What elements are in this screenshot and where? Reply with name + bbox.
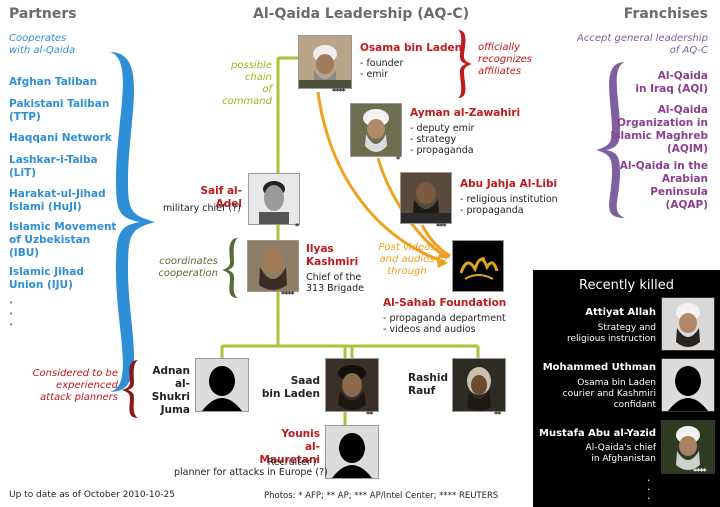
sahab-info: Al-Sahab Foundation - propaganda departm… (383, 297, 507, 335)
adel-photo (248, 173, 300, 225)
osama-photo (298, 35, 352, 89)
coordinates-brace (222, 238, 238, 298)
yazid-photo (661, 420, 715, 474)
portrait-icon (326, 359, 378, 411)
yazid-credit: **** (693, 467, 707, 476)
zawahiri-info: Ayman al-Zawahiri - deputy emir - strate… (410, 107, 521, 156)
osama-info: Osama bin Laden - founder - emir (360, 42, 463, 80)
officially-brace (458, 30, 472, 98)
partners-header: Partners (9, 6, 77, 22)
franchises-brace (596, 62, 625, 218)
adnan-info: Adnan al-Shukri Juma (151, 365, 190, 416)
silhouette-icon (196, 359, 248, 411)
leadership-header: Al-Qaida Leadership (AQ-C) (253, 6, 470, 22)
adel-info: Saif al-Adel (200, 185, 242, 210)
partner-huji: Harakat-ul-Jihad Islami (HuJI) (9, 188, 106, 213)
footer-date: Up to date as of October 2010-10-25 (9, 490, 175, 500)
rashid-photo (452, 358, 506, 412)
kashmiri-credit: **** (281, 290, 295, 299)
portrait-icon (453, 359, 505, 411)
killed-ellipsis: · · · (647, 474, 651, 505)
partner-afghan-taliban: Afghan Taliban (9, 76, 98, 88)
kashmiri-photo (247, 240, 299, 292)
osama-credit: **** (332, 87, 346, 96)
zawahiri-photo (350, 103, 402, 157)
zawahiri-credit: * (396, 155, 400, 164)
younis-info: Younis al-Mauretani (259, 428, 321, 466)
propaganda-arrowheads (436, 249, 450, 268)
killed-uthman-desc: Osama bin Laden courier and Kashmiri con… (562, 378, 656, 410)
sahab-logo-icon (453, 241, 503, 291)
attiyat-photo (661, 297, 715, 351)
killed-uthman-name: Mohammed Uthman (542, 362, 656, 373)
portrait-icon (249, 174, 299, 224)
adel-credit: * (295, 222, 299, 231)
rashid-info: Rashid Rauf (408, 372, 449, 397)
kashmiri-info: Ilyas Kashmiri Chief of the 313 Brigade (306, 243, 364, 294)
franchises-header: Franchises (623, 6, 708, 22)
partners-subtitle: Cooperates with al-Qaida (9, 33, 76, 56)
partner-haqqani-network: Haqqani Network (9, 132, 112, 144)
franchises-subtitle: Accept general leadership of AQ-C (577, 33, 708, 56)
partners-brace (110, 52, 155, 392)
portrait-icon (248, 241, 298, 291)
franchise-aqim: Al-Qaida Organization in Islamic Maghreb… (610, 104, 708, 155)
officially-label: officially recognizes affiliates (478, 42, 532, 77)
portrait-icon (662, 421, 714, 473)
silhouette-icon (326, 426, 378, 478)
killed-attiyat-desc: Strategy and religious instruction (566, 323, 656, 344)
adel-desc: military chief (?) (163, 203, 241, 214)
killed-yazid-name: Mustafa Abu al-Yazid (539, 428, 656, 439)
possible-chain-label: possible chain of command (222, 60, 272, 107)
sahab-logo (452, 240, 504, 292)
franchise-aqi: Al-Qaida in Iraq (AQI) (635, 70, 708, 95)
partner-pakistani-taliban: Pakistani Taliban (TTP) (9, 98, 110, 123)
saad-credit: ** (366, 410, 373, 419)
portrait-icon (401, 173, 451, 223)
libi-credit: *** (436, 222, 447, 231)
coordinates-label: coordinates cooperation (158, 256, 218, 279)
silhouette-icon (662, 359, 714, 411)
younis-desc: Recruiter / (267, 457, 317, 468)
portrait-icon (299, 36, 351, 88)
portrait-icon (662, 298, 714, 350)
saad-photo (325, 358, 379, 412)
attack-planners-brace (122, 360, 138, 418)
partners-ellipsis: · · · (9, 297, 13, 331)
uthman-photo (661, 358, 715, 412)
killed-attiyat-name: Attiyat Allah (585, 307, 656, 318)
post-videos-label: Post videos and audios through (378, 242, 436, 277)
saad-info: Saad bin Laden (261, 375, 320, 400)
partner-lashkar-i-taiba: Lashkar-i-Taiba (LiT) (9, 154, 98, 179)
younis-photo (325, 425, 379, 479)
footer-photo-credits: Photos: * AFP; ** AP; *** AP/Intel Cente… (264, 491, 499, 501)
partner-iju: Islamic Jihad Union (IJU) (9, 266, 84, 291)
libi-info: Abu Jahja Al-Libi - religious institutio… (460, 178, 558, 216)
franchise-aqap: Al-Qaida in the Arabian Peninsula (AQAP) (619, 160, 708, 211)
recently-killed-title: Recently killed (579, 278, 674, 293)
portrait-icon (351, 104, 401, 156)
younis-desc-2: planner for attacks in Europe (?) (174, 467, 328, 478)
adnan-photo (195, 358, 249, 412)
libi-photo (400, 172, 452, 224)
killed-yazid-desc: Al-Qaida's chief in Afghanistan (585, 443, 656, 464)
recently-killed-panel: Recently killed Attiyat Allah Strategy a… (533, 270, 720, 507)
rashid-credit: ** (494, 410, 501, 419)
attack-planners-label: Considered to be experienced attack plan… (32, 368, 118, 403)
partner-ibu: Islamic Movement of Uzbekistan (IBU) (9, 221, 117, 259)
